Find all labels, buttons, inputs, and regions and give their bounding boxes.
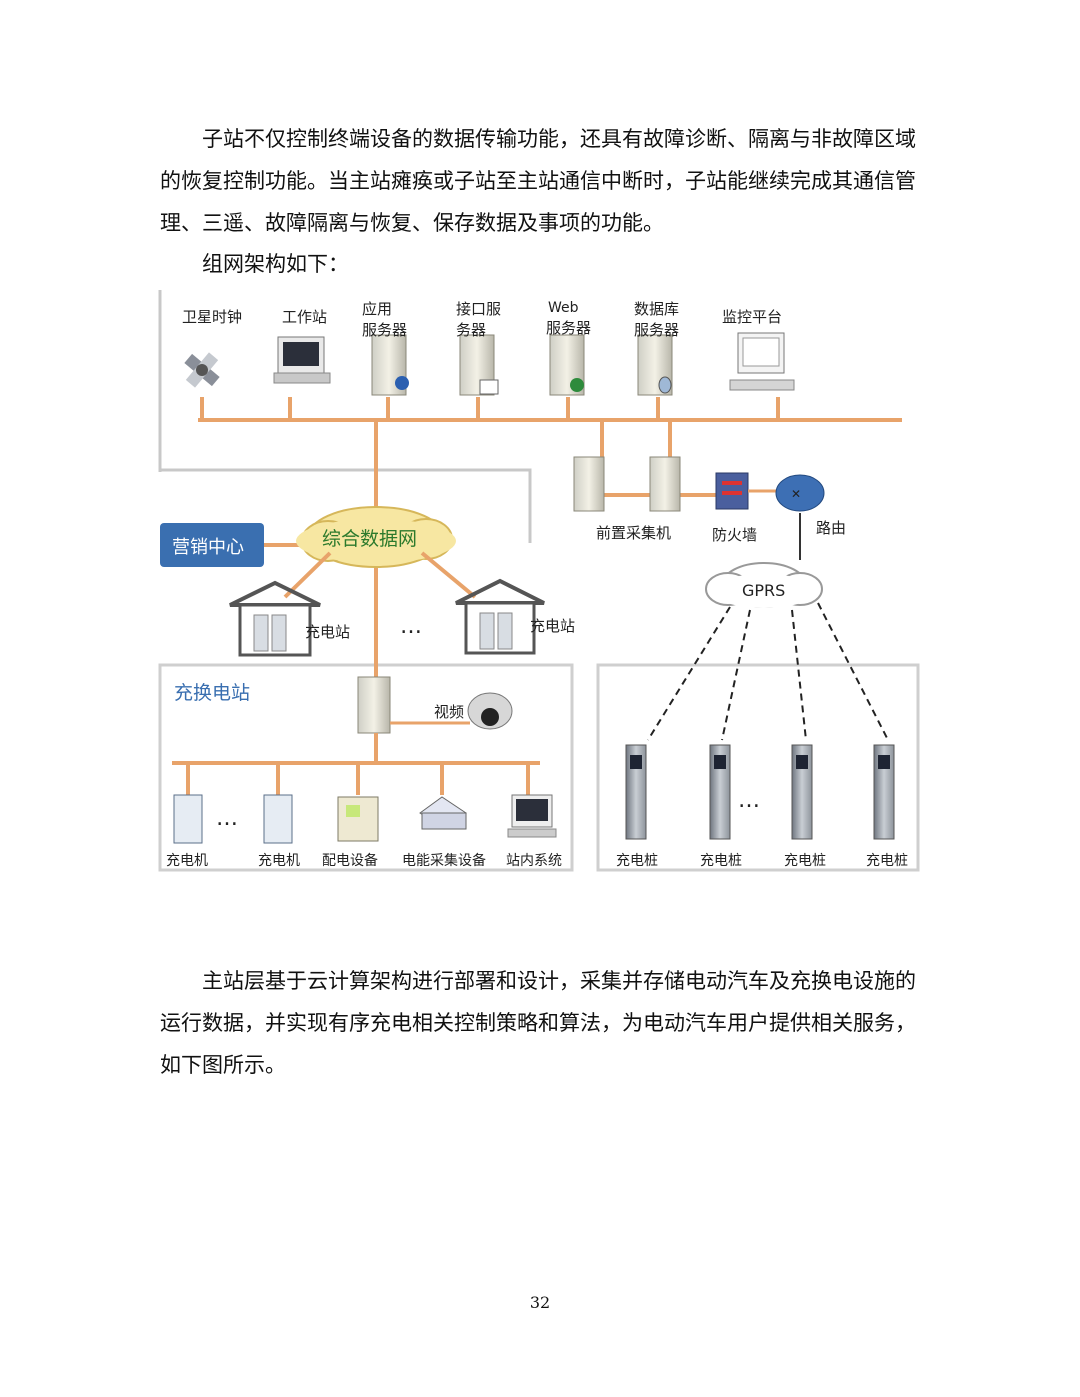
swap-station-bus bbox=[172, 733, 540, 795]
charger-label-2: 充电机 bbox=[258, 853, 300, 869]
paragraph-substation: 子站不仅控制终端设备的数据传输功能，还具有故障诊断、隔离与非故障区域的恢复控制功… bbox=[160, 127, 916, 235]
firewall-label: 防火墙 bbox=[712, 526, 757, 544]
video-label: 视频 bbox=[434, 703, 464, 721]
front-collector-icon bbox=[573, 456, 681, 512]
router-icon: ✕ bbox=[775, 474, 825, 512]
swap-station-frame bbox=[158, 663, 574, 872]
router-label: 路由 bbox=[816, 519, 846, 537]
power-distribution-icon bbox=[337, 796, 379, 842]
network-architecture-diagram: 卫星时钟 工作站 应用 服务器 接口服 务器 Web 服务器 数据库 服务器 监… bbox=[158, 290, 920, 872]
paragraph-master-station: 主站层基于云计算架构进行部署和设计，采集并存储电动汽车及充换电设施的运行数据，并… bbox=[160, 969, 916, 1077]
database-server-icon bbox=[637, 334, 673, 396]
data-network-label: 综合数据网 bbox=[322, 528, 417, 550]
monitor-platform-icon bbox=[729, 332, 795, 391]
energy-collect-label: 电能采集设备 bbox=[402, 852, 486, 869]
charger-label-1: 充电机 bbox=[166, 853, 208, 869]
app-server-label-2: 服务器 bbox=[362, 321, 407, 339]
power-dist-label: 配电设备 bbox=[322, 852, 378, 869]
web-server-icon bbox=[549, 334, 585, 396]
charging-station-house-left bbox=[229, 580, 321, 657]
firewall-icon bbox=[715, 472, 749, 510]
stations-ellipsis: … bbox=[400, 614, 422, 639]
pile-label-1: 充电桩 bbox=[616, 852, 658, 869]
charging-station-right-label: 充电站 bbox=[530, 617, 575, 635]
gprs-cloud-icon bbox=[705, 562, 823, 608]
gprs-dashed-links bbox=[647, 602, 889, 741]
monitor-platform-label: 监控平台 bbox=[722, 308, 782, 326]
app-server-label-1: 应用 bbox=[362, 300, 392, 318]
charger-icon bbox=[173, 794, 293, 844]
charging-station-left-label: 充电站 bbox=[305, 623, 350, 641]
interface-server-label-2: 务器 bbox=[456, 321, 486, 339]
chargers-ellipsis: … bbox=[216, 806, 238, 831]
interface-server-icon bbox=[459, 334, 499, 396]
station-system-label: 站内系统 bbox=[506, 853, 562, 869]
db-server-label-2: 服务器 bbox=[634, 321, 679, 339]
svg-text:✕: ✕ bbox=[791, 487, 801, 501]
data-network-cloud-icon bbox=[296, 506, 456, 568]
gprs-label: GPRS bbox=[742, 581, 785, 600]
page-number: 32 bbox=[529, 1293, 551, 1312]
pile-frame bbox=[596, 663, 920, 872]
web-server-label-1: Web bbox=[548, 300, 579, 316]
energy-collection-icon bbox=[419, 796, 467, 830]
front-collector-label: 前置采集机 bbox=[596, 524, 671, 542]
db-server-label-1: 数据库 bbox=[634, 300, 679, 318]
station-system-icon bbox=[507, 794, 557, 838]
satellite-clock-label: 卫星时钟 bbox=[182, 308, 242, 326]
video-camera-icon bbox=[467, 692, 513, 730]
charging-pile-icons bbox=[625, 744, 895, 840]
paragraph-network-intro: 组网架构如下： bbox=[202, 252, 349, 276]
web-server-label-2: 服务器 bbox=[546, 319, 591, 337]
workstation-label: 工作站 bbox=[282, 308, 327, 326]
swap-station-server-icon bbox=[357, 676, 391, 734]
master-frame bbox=[158, 290, 532, 543]
swap-station-title: 充换电站 bbox=[174, 682, 250, 704]
charging-station-house-right bbox=[455, 578, 545, 655]
workstation-icon bbox=[273, 336, 331, 384]
satellite-icon bbox=[184, 352, 220, 388]
interface-server-label-1: 接口服 bbox=[456, 300, 501, 318]
piles-ellipsis: … bbox=[738, 788, 760, 813]
marketing-center-box bbox=[160, 523, 264, 567]
pile-label-2: 充电桩 bbox=[700, 852, 742, 869]
app-server-icon bbox=[371, 334, 409, 396]
pile-label-4: 充电桩 bbox=[866, 852, 908, 869]
marketing-center-label: 营销中心 bbox=[172, 537, 244, 558]
pile-label-3: 充电桩 bbox=[784, 852, 826, 869]
